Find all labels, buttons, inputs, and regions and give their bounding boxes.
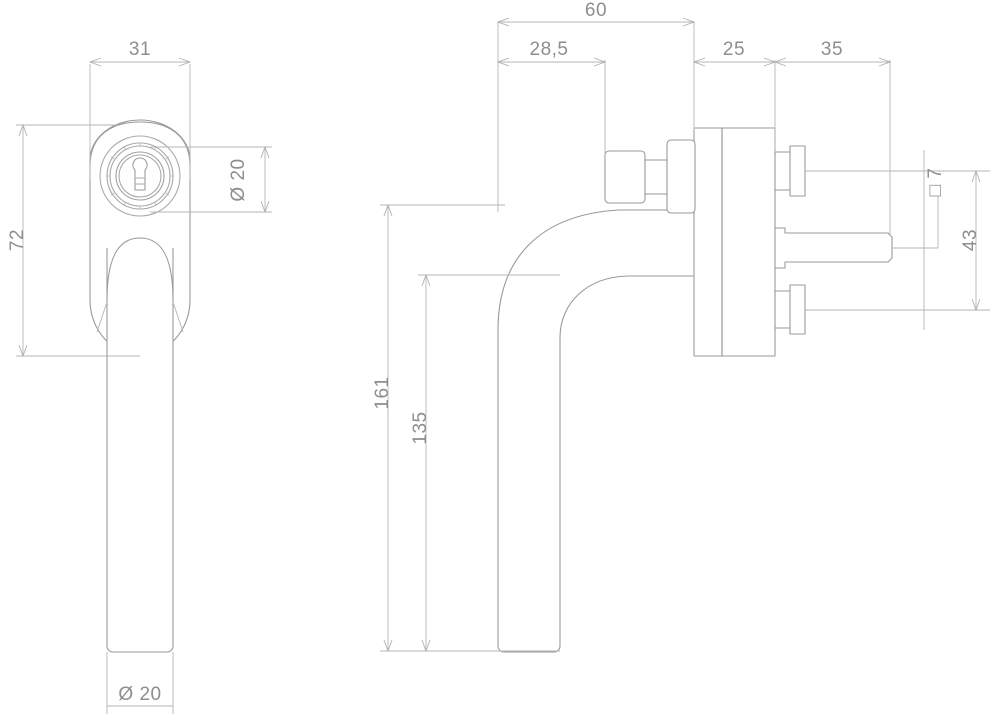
- dim-label-161: 161: [372, 376, 393, 409]
- spindle-square: [774, 227, 893, 269]
- dim-label-72: 72: [7, 229, 28, 251]
- rosette-top-arc: [89, 121, 191, 167]
- handle-bottom-side: [497, 645, 561, 653]
- dim-label-285: 28,5: [530, 39, 569, 60]
- dim-label-25: 25: [723, 39, 745, 60]
- lock-button-collar: [666, 139, 696, 214]
- lock-ring-outer: [99, 135, 181, 217]
- dim-label-d20-top: Ø 20: [228, 158, 249, 201]
- dim-label-60: 60: [585, 0, 607, 21]
- handle-arm-outer: [497, 209, 694, 646]
- lock-ring-inner: [118, 154, 162, 198]
- keyhole: [132, 157, 148, 191]
- side-view-dimensions: [380, 22, 990, 651]
- front-view-dimensions: [16, 62, 272, 714]
- handle-shaft-top-arc: [106, 237, 174, 301]
- lock-button-cap: [604, 150, 646, 204]
- dim-label-d20-bottom: Ø 20: [118, 684, 161, 705]
- lock-button-stem: [644, 159, 668, 195]
- rosette-plate-side: [693, 127, 776, 357]
- leader-shaft-left: [96, 301, 108, 333]
- dim-label-square-7: □ 7: [925, 168, 946, 197]
- lock-knurling: [107, 143, 173, 209]
- leader-shaft-right: [172, 301, 184, 333]
- side-view-group: [497, 127, 893, 653]
- handle-arm-inner: [559, 275, 694, 646]
- handle-shaft-front: [106, 248, 174, 653]
- dim-label-31: 31: [129, 39, 151, 60]
- dim-label-43: 43: [960, 229, 981, 251]
- lock-ring-mid: [115, 151, 165, 201]
- dim-label-35: 35: [821, 39, 843, 60]
- front-view-group: [89, 119, 191, 653]
- dim-label-135: 135: [410, 411, 431, 444]
